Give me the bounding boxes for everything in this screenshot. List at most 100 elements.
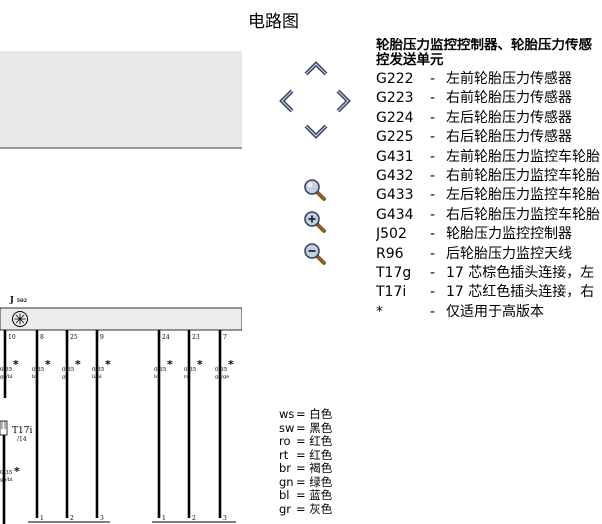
wire-size: 0,35: [62, 367, 75, 373]
legend-code: R96: [376, 245, 404, 262]
legend-code: G223: [376, 90, 414, 107]
legend-desc: 左前轮胎压力传感器: [446, 71, 572, 87]
wire-color: br: [154, 374, 160, 380]
wire-pin: 9: [100, 334, 104, 341]
legend-desc: 后轮胎压力监控天线: [446, 245, 572, 262]
wire-color: gn/ge: [215, 374, 229, 380]
color-code: ws: [279, 407, 295, 421]
legend-desc: 左后轮胎压力监控车轮胎: [446, 187, 600, 204]
color-code: ro: [279, 434, 291, 448]
legend-heading: 轮胎压力监控控制器、轮胎压力传感 控发送单元: [376, 38, 602, 68]
component-label: J: [9, 294, 14, 304]
wire-bottom-pin: 2: [192, 515, 196, 522]
pan-up-icon[interactable]: [303, 60, 329, 78]
legend-heading-line: 轮胎压力监控控制器、轮胎压力传感: [376, 38, 592, 53]
legend-desc: 右后轮胎压力传感器: [446, 129, 572, 146]
legend-dash: -: [430, 187, 436, 204]
wire-bottom-pin: 1: [40, 515, 44, 522]
color-code: rt: [279, 447, 289, 462]
pan-down-icon[interactable]: [303, 122, 329, 140]
connector-label: T17i: [12, 426, 32, 436]
legend-desc: 轮胎压力监控控制器: [446, 226, 572, 243]
legend-code: G222: [376, 71, 414, 87]
legend-code: T17g: [376, 264, 412, 281]
wire-star: *: [13, 358, 19, 371]
lower-wire-color: ge/bl: [0, 477, 13, 483]
wire-size: 0,35: [184, 367, 197, 373]
legend-code: J502: [376, 226, 407, 243]
color-eq: =: [296, 461, 306, 475]
legend-code: G224: [376, 109, 414, 126]
legend-item: G224-左后轮胎压力传感器: [376, 109, 602, 128]
color-item: rt= 红色: [279, 447, 333, 463]
wire-pin: 10: [8, 334, 16, 341]
legend-dash: -: [430, 167, 436, 184]
zoom-fit-icon[interactable]: [303, 178, 327, 202]
zoom-out-icon[interactable]: [303, 242, 327, 266]
wire-pin: 23: [192, 334, 200, 341]
color-item: sw= 黑色: [279, 420, 332, 436]
pan-right-icon[interactable]: [334, 88, 352, 114]
color-item: ro = 红色: [279, 434, 333, 449]
page-title: 电路图: [248, 12, 299, 32]
wire-bottom-pin: 3: [100, 515, 104, 522]
color-name: 灰色: [309, 501, 333, 516]
legend-desc: 左后轮胎压力传感器: [446, 109, 572, 126]
wire-star: *: [197, 358, 203, 371]
legend-item: G434-右后轮胎压力监控车轮胎: [376, 206, 602, 225]
color-code: gn: [279, 474, 294, 489]
legend-item: G431-左前轮胎压力监控车轮胎: [376, 148, 602, 167]
wire-size: 0,35: [0, 367, 13, 373]
legend-desc: 17 芯红色插头连接，右: [446, 284, 595, 301]
wire-pin: 8: [40, 334, 44, 341]
pan-left-icon[interactable]: [278, 88, 296, 114]
color-eq: =: [296, 434, 306, 448]
lower-wire: 0,35 ge/bl *: [0, 435, 20, 524]
component-label-sub: 502: [17, 298, 28, 304]
control-unit-symbol: [12, 311, 28, 327]
legend-code: G225: [376, 129, 414, 146]
color-name: 红色: [309, 447, 333, 462]
color-code: sw: [279, 420, 295, 435]
zoom-in-icon[interactable]: [303, 210, 327, 234]
legend-dash: -: [430, 264, 436, 281]
color-item: br= 褐色: [279, 461, 332, 476]
lower-wire-size: 0,35: [0, 470, 13, 476]
lower-wire-star: *: [14, 465, 20, 478]
legend-code: G434: [376, 206, 414, 223]
color-name: 绿色: [309, 474, 333, 489]
legend-code: G433: [376, 187, 414, 204]
color-item: gr = 灰色: [279, 501, 333, 517]
legend-item: G223-右前轮胎压力传感器: [376, 89, 602, 108]
color-eq: =: [296, 501, 306, 516]
color-code: br: [279, 461, 292, 475]
wire-size: 0,35: [154, 367, 167, 373]
wire-star: *: [228, 358, 234, 371]
wires: 100,35ge/bl*80,35br*1250,35ge*290,35li/b…: [0, 330, 234, 522]
color-name: 白色: [309, 407, 333, 421]
legend-desc: 右前轮胎压力监控车轮胎: [446, 167, 600, 184]
legend-code: G432: [376, 167, 414, 184]
color-name: 红色: [309, 434, 333, 448]
color-code: gr: [279, 501, 292, 516]
legend-dash: -: [430, 71, 436, 87]
legend-desc: 仅适用于高版本: [446, 303, 544, 320]
svg-text:J 502: J 502: [9, 294, 28, 304]
wire-pin: 24: [162, 334, 170, 341]
wire-pin: 7: [223, 334, 227, 341]
legend-dash: -: [430, 206, 436, 223]
color-item: gn= 绿色: [279, 474, 333, 490]
legend-desc: 右前轮胎压力传感器: [446, 90, 572, 107]
color-item: bl= 蓝色: [279, 488, 332, 503]
legend-item: G222-左前轮胎压力传感器: [376, 70, 602, 89]
connector-pin: /14: [17, 436, 27, 443]
wire-size: 0,35: [32, 367, 45, 373]
legend-item: J502-轮胎压力监控控制器: [376, 225, 602, 244]
